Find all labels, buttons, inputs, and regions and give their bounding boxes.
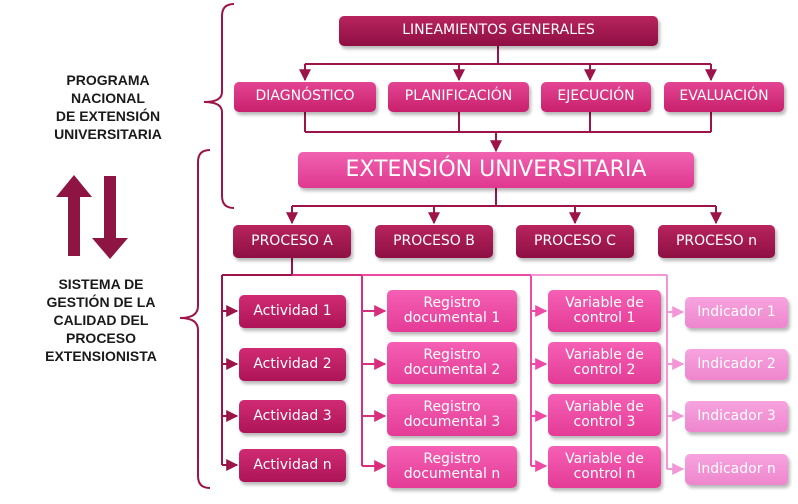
variable-line: control 2 bbox=[573, 362, 636, 378]
registro-1: Registro documental 1 bbox=[387, 290, 517, 332]
brace-programa bbox=[203, 3, 235, 209]
registro-line: Registro bbox=[423, 346, 481, 363]
variable-line: Variable de bbox=[565, 398, 644, 415]
actividad-2: Actividad 2 bbox=[239, 348, 346, 381]
sistema-line: GESTIÓN DE LA bbox=[46, 293, 156, 310]
variable-line: Variable de bbox=[565, 346, 644, 363]
fase-evaluacion: EVALUACIÓN bbox=[664, 82, 784, 112]
registro-2: Registro documental 2 bbox=[387, 342, 517, 384]
actividad-n: Actividad n bbox=[239, 449, 346, 482]
indicador-1: Indicador 1 bbox=[685, 297, 788, 328]
variable-n: Variable de control n bbox=[548, 446, 661, 488]
programa-line: UNIVERSITARIA bbox=[54, 125, 162, 142]
registro-line: Registro bbox=[423, 294, 481, 311]
sistema-line: CALIDAD DEL bbox=[53, 311, 149, 328]
lineamientos-box: LINEAMIENTOS GENERALES bbox=[339, 16, 658, 46]
brace-sistema bbox=[179, 149, 211, 489]
sistema-line: SISTEMA DE bbox=[58, 276, 144, 292]
registro-line: Registro bbox=[423, 398, 481, 415]
proceso-n: PROCESO n bbox=[658, 225, 775, 258]
down-arrow-icon bbox=[92, 176, 128, 259]
programa-label: PROGRAMA NACIONAL DE EXTENSIÓN UNIVERSIT… bbox=[18, 72, 198, 144]
variable-line: control 3 bbox=[573, 414, 636, 430]
fase-diagnostico: DIAGNÓSTICO bbox=[234, 82, 376, 112]
variable-2: Variable de control 2 bbox=[548, 342, 661, 384]
registro-line: documental n bbox=[403, 466, 501, 482]
registro-line: documental 2 bbox=[403, 362, 501, 378]
extension-universitaria-box: EXTENSIÓN UNIVERSITARIA bbox=[298, 152, 694, 188]
variable-line: Variable de bbox=[565, 450, 644, 467]
sistema-line: EXTENSIONISTA bbox=[45, 347, 157, 364]
proceso-b: PROCESO B bbox=[375, 225, 493, 258]
proceso-c: PROCESO C bbox=[516, 225, 634, 258]
registro-line: Registro bbox=[423, 450, 481, 467]
fase-planificacion: PLANIFICACIÓN bbox=[388, 82, 529, 112]
indicador-n: Indicador n bbox=[685, 454, 788, 485]
registro-line: documental 1 bbox=[403, 310, 501, 326]
fase-ejecucion: EJECUCIÓN bbox=[541, 82, 651, 112]
registro-line: documental 3 bbox=[403, 414, 501, 430]
indicador-3: Indicador 3 bbox=[685, 401, 788, 432]
variable-3: Variable de control 3 bbox=[548, 394, 661, 436]
sistema-label: SISTEMA DE GESTIÓN DE LA CALIDAD DEL PRO… bbox=[8, 276, 194, 366]
registro-3: Registro documental 3 bbox=[387, 394, 517, 436]
programa-line: PROGRAMA bbox=[66, 72, 150, 88]
registro-n: Registro documental n bbox=[387, 446, 517, 488]
variable-line: Variable de bbox=[565, 294, 644, 311]
programa-line: NACIONAL bbox=[71, 89, 145, 106]
variable-line: control n bbox=[573, 466, 636, 482]
proceso-a: PROCESO A bbox=[233, 225, 351, 258]
actividad-3: Actividad 3 bbox=[239, 400, 346, 433]
indicador-2: Indicador 2 bbox=[685, 349, 788, 380]
actividad-1: Actividad 1 bbox=[239, 295, 346, 328]
variable-line: control 1 bbox=[573, 310, 636, 326]
variable-1: Variable de control 1 bbox=[548, 290, 661, 332]
sistema-line: PROCESO bbox=[65, 329, 136, 346]
programa-line: DE EXTENSIÓN bbox=[55, 107, 161, 124]
up-arrow-icon bbox=[56, 175, 92, 256]
